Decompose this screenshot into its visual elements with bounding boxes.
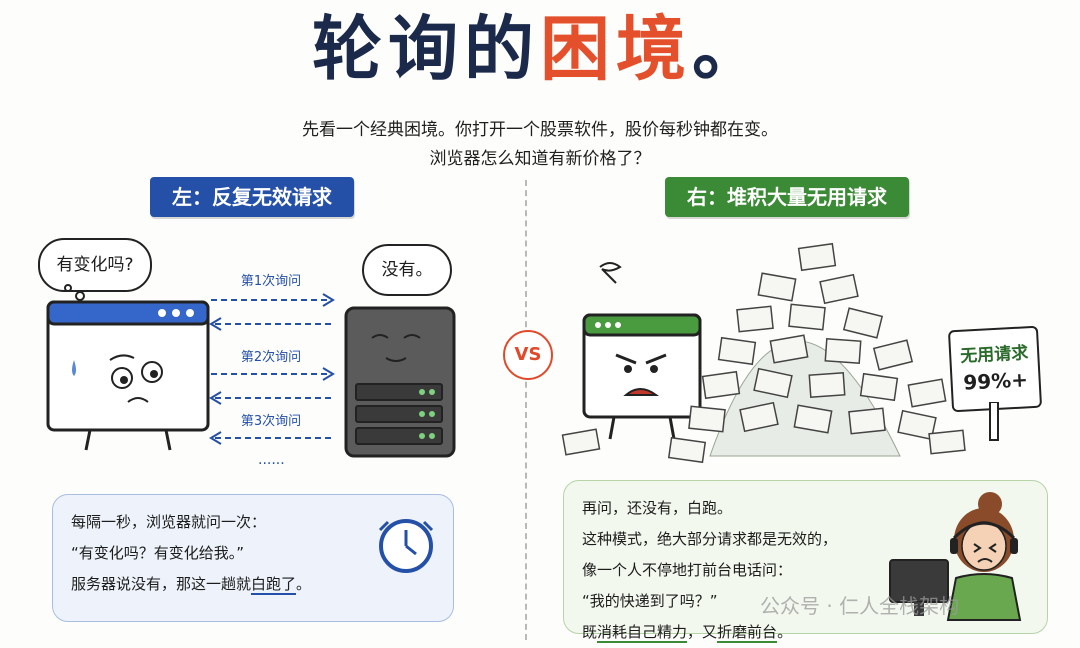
request-arrows-1 [209,293,335,331]
center-divider [525,180,527,640]
left-panel-line-3: 服务器说没有，那这一趟就白跑了。 [71,569,435,600]
right-panel-line-1: 再问，还没有，白跑。 [582,499,733,517]
left-panel-line-1: 每隔一秒，浏览器就问一次： [71,513,267,531]
sign-percentage: 99%+ [962,367,1029,395]
intro-text: 先看一个经典困境。你打开一个股票软件，股价每秒钟都在变。 浏览器怎么知道有新价格… [0,116,1080,174]
wasted-trip-highlight: 白跑了 [251,575,297,595]
browser-speech-bubble: 有变化吗? [38,238,152,292]
intro-line-1: 先看一个经典困境。你打开一个股票软件，股价每秒钟都在变。 [302,120,778,140]
watermark: 公众号 · 仁人全栈架构 [760,594,960,618]
left-panel-line-3-end: 。 [296,575,312,593]
request-arrows-3 [209,431,333,445]
right-section-header: 右：堆积大量无用请求 [665,177,909,217]
stressed-person-icon [889,492,1022,621]
browser-window-icon [46,284,210,451]
right-panel-line-5: 既消耗自己精力，又折磨前台。 [582,617,1029,648]
sign-label: 无用请求 [959,343,1029,367]
left-section-header: 左：反复无效请求 [150,177,354,217]
request-label-1: 第1次询问 [240,274,302,289]
more-requests-ellipsis: ...... [258,452,285,468]
request-label-3: 第3次询问 [240,414,302,429]
request-arrows-2 [209,367,335,405]
title-period: 。 [692,8,768,90]
right-panel-line-5-start: 既 [582,623,598,641]
server-speech-bubble: 没有。 [362,244,452,296]
left-panel-line-2: “有变化吗？有变化给我。” [71,544,245,562]
request-label-2: 第2次询问 [240,350,302,365]
angry-browser-icon [582,262,702,440]
sign-post [989,402,999,441]
right-panel-line-2: 这种模式，绝大部分请求都是无效的， [582,530,838,548]
right-panel-line-4: “我的快递到了吗？” [582,592,718,610]
right-panel-line-5-end: 。 [777,623,793,641]
vs-badge: VS [503,330,553,380]
envelope-pile-icon [561,242,966,464]
front-desk-highlight: 折磨前台 [717,623,778,643]
useless-requests-sign: 无用请求 99%+ [947,325,1043,413]
server-tower-icon [344,306,456,458]
right-panel-line-3: 像一个人不停地打前台电话问： [582,561,793,579]
intro-line-2: 浏览器怎么知道有新价格了？ [429,149,651,169]
page-title: 轮询的困境。 [0,4,1080,94]
right-panel-line-5-mid: ，又 [687,623,718,641]
title-highlight: 困境 [540,8,692,90]
clock-icon [378,519,434,573]
left-panel-line-3-text: 服务器说没有，那这一趟就 [71,575,252,593]
title-part-1: 轮询的 [312,8,540,90]
self-drain-highlight: 消耗自己精力 [597,623,688,643]
